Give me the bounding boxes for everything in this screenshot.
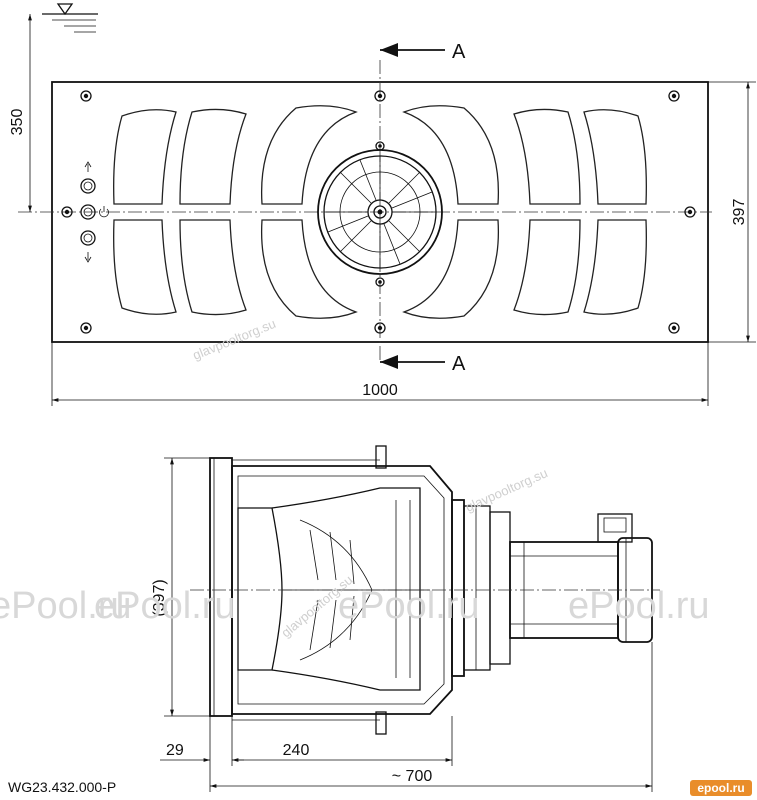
panel-screws: [61, 90, 696, 334]
grille-crescents: [260, 105, 500, 319]
arrow-up-icon: [84, 161, 92, 172]
dim-397: 397: [708, 81, 756, 343]
control-buttons: [80, 161, 109, 263]
watermark-3: ePool.ru: [568, 585, 710, 627]
svg-text:240: 240: [283, 742, 310, 759]
svg-text:397: 397: [731, 199, 748, 226]
drawing-code: WG23.432.000-P: [8, 779, 116, 795]
watermark-left: ePool.ru: [0, 585, 132, 627]
power-icon: [99, 206, 109, 218]
dim-700: ~ 700: [210, 768, 652, 788]
svg-text:(397): (397): [151, 579, 168, 616]
epool-logo: epool.ru: [690, 780, 752, 796]
water-level-symbol: [42, 3, 98, 33]
watermark-2: ePool.ru: [338, 585, 480, 627]
svg-text:~ 700: ~ 700: [392, 768, 433, 785]
dim-29: 29: [160, 742, 244, 762]
section-label-bottom: A: [452, 353, 466, 375]
arrow-down-icon: [84, 252, 92, 263]
dim-1000: 1000: [51, 342, 709, 406]
svg-text:29: 29: [166, 742, 184, 759]
watermark-1: ePool.ru: [94, 585, 236, 627]
grille-left: [113, 108, 247, 316]
dim-350: 350: [9, 14, 32, 212]
side-view: (397) 29 240 ~ 700 ePool.ru ePool.ru ePo…: [0, 445, 710, 792]
svg-text:epool.ru: epool.ru: [697, 781, 744, 795]
section-label-top: A: [452, 41, 466, 63]
svg-text:1000: 1000: [362, 382, 398, 399]
grille-right: [513, 108, 647, 316]
watermark-diagonal-top: glavpooltorg.su: [191, 316, 278, 363]
dim-397-side: (397): [151, 457, 210, 717]
central-nozzle: [317, 149, 443, 275]
dim-240: 240: [232, 742, 452, 762]
watermark-diagonal-mid: glavpooltorg.su: [463, 465, 550, 515]
section-marker-bottom: A: [380, 353, 466, 375]
top-view: A A 350 397 1000 glavpooltorg.su: [9, 3, 756, 406]
body-housing: [231, 465, 453, 715]
section-marker-top: A: [380, 41, 466, 63]
svg-text:350: 350: [9, 109, 26, 136]
